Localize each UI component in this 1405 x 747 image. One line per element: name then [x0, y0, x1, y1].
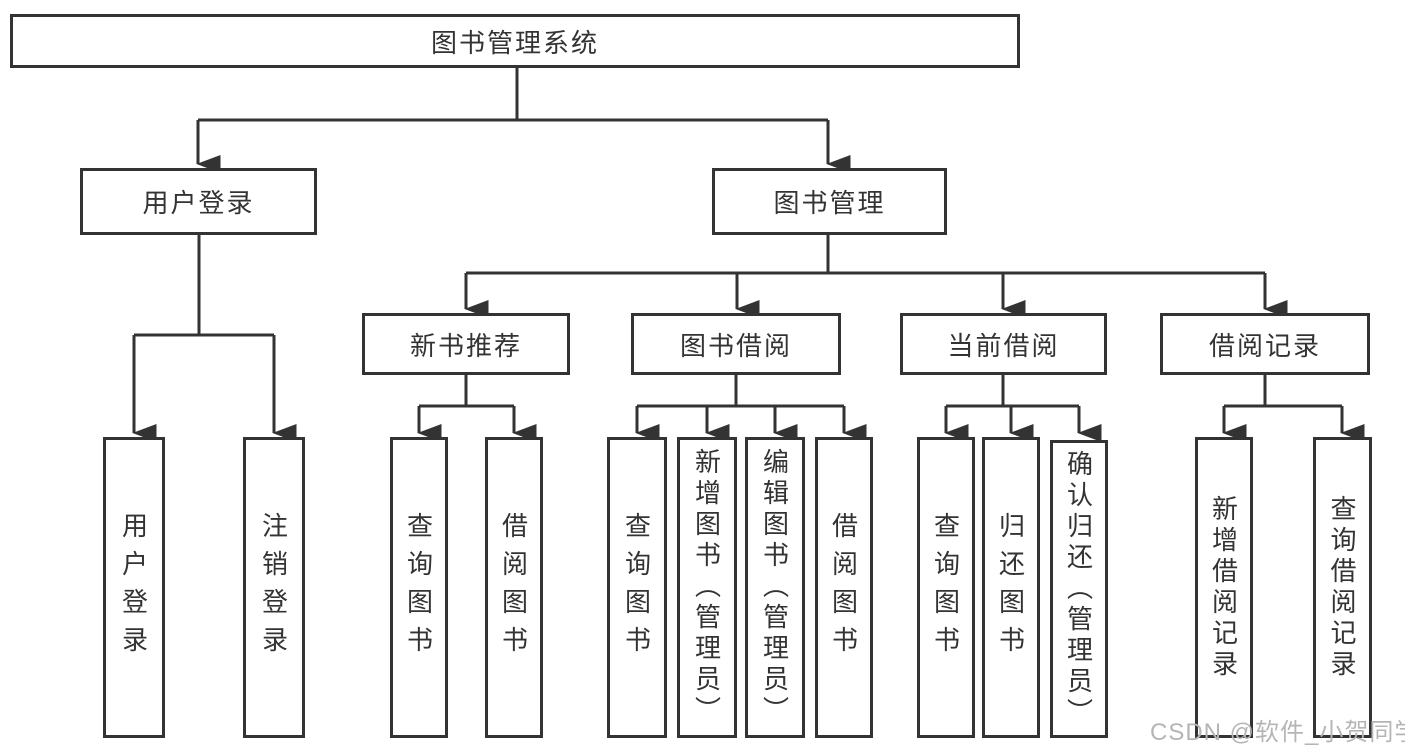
node-library-management-system: 图书管理系统 [10, 14, 1020, 68]
leaf-return-books-label: 归还图书 [995, 511, 1026, 664]
leaf-confirm-return-admin: 确认归还（管理员） [1050, 440, 1108, 738]
leaf-confirm-return-admin-label: 确认归还（管理员） [1063, 449, 1094, 729]
leaf-query-books-recommend: 查询图书 [390, 437, 448, 738]
leaf-add-borrow-record-label: 新增借阅记录 [1208, 494, 1239, 681]
leaf-logout: 注销登录 [243, 437, 305, 738]
leaf-user-login: 用户登录 [103, 437, 165, 738]
leaf-logout-label: 注销登录 [258, 511, 289, 664]
csdn-watermark: CSDN @软件_小贺同学 [1150, 719, 1405, 746]
leaf-query-books-recommend-label: 查询图书 [403, 511, 434, 664]
node-book-management: 图书管理 [712, 168, 947, 235]
leaf-add-book-admin-label: 新增图书（管理员） [691, 448, 722, 727]
leaf-query-borrow-record: 查询借阅记录 [1313, 437, 1372, 738]
node-current-borrowing: 当前借阅 [900, 313, 1107, 375]
leaf-borrow-books-recommend: 借阅图书 [485, 437, 543, 738]
node-borrowing-records: 借阅记录 [1160, 313, 1370, 375]
leaf-edit-book-admin-label: 编辑图书（管理员） [759, 448, 790, 727]
leaf-query-books-borrowing-label: 查询图书 [621, 511, 652, 664]
leaf-query-borrow-record-label: 查询借阅记录 [1327, 494, 1357, 681]
leaf-query-books-current-label: 查询图书 [930, 511, 961, 664]
leaf-borrow-books-label: 借阅图书 [828, 511, 859, 664]
leaf-user-login-label: 用户登录 [118, 511, 149, 664]
leaf-add-borrow-record: 新增借阅记录 [1195, 437, 1253, 738]
leaf-borrow-books-recommend-label: 借阅图书 [498, 511, 529, 664]
leaf-query-books-borrowing: 查询图书 [607, 437, 667, 738]
leaf-return-books: 归还图书 [982, 437, 1040, 738]
connector-lines [132, 68, 1365, 442]
node-user-login: 用户登录 [80, 168, 317, 235]
leaf-query-books-current: 查询图书 [917, 437, 975, 738]
node-book-borrowing: 图书借阅 [631, 313, 841, 375]
leaf-borrow-books: 借阅图书 [815, 437, 873, 738]
node-new-book-recommend: 新书推荐 [362, 313, 570, 375]
leaf-add-book-admin: 新增图书（管理员） [677, 437, 737, 738]
leaf-edit-book-admin: 编辑图书（管理员） [745, 437, 805, 738]
